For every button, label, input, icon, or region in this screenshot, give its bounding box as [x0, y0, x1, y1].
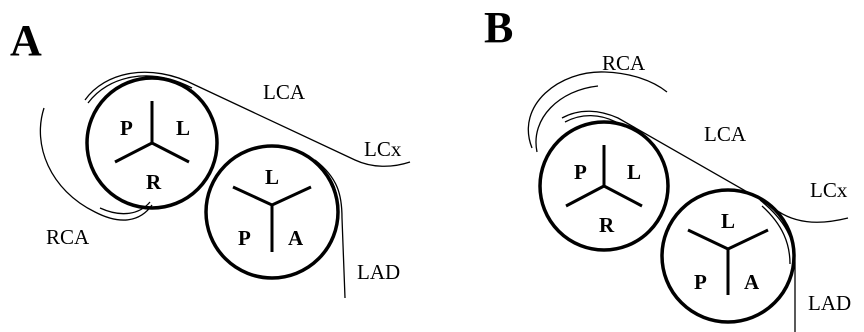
panel-a-pulmonary-valve: L P A [204, 144, 340, 280]
panel-a-letter: A [10, 16, 42, 65]
panel-b-pulmonary-cusp-p: P [694, 270, 707, 294]
panel-a-aortic-cusp-p: P [120, 116, 133, 140]
panel-b-pulmonary-cusp-a: A [744, 270, 760, 294]
panel-a-pulmonary-cusp-l: L [265, 165, 279, 189]
panel-a-rca-vessel-inner [99, 201, 151, 215]
panel-a-rca-label: RCA [46, 225, 90, 249]
panel-a-pulmonary-cusp-a: A [288, 226, 304, 250]
panel-b-pulmonary-commissure-left [687, 228, 729, 251]
panel-a-lad-vessel [314, 159, 346, 299]
panel-b-pulmonary-cusp-l: L [721, 209, 735, 233]
panel-a-pulmonary-commissure-left [232, 185, 273, 207]
panel-b-pulmonary-ring [660, 188, 796, 324]
panel-b-lad-label: LAD [808, 291, 851, 315]
panel-b-lcx-label: LCx [810, 178, 848, 202]
panel-b-lca-vessel-inner [564, 114, 617, 123]
panel-b-aortic-commissure-right [603, 184, 643, 208]
panel-b-lad-vessel-inner [761, 205, 791, 265]
panel-b-rca-vessel [527, 71, 668, 149]
panel-a-aortic-cusp-r: R [146, 170, 162, 194]
panel-a-aortic-ring [85, 76, 219, 210]
panel-a-rca-vessel [39, 107, 153, 221]
panel-a-lca-label: LCA [263, 80, 306, 104]
panel-a-pulmonary-commissure-right [271, 185, 312, 207]
panel-b-pulmonary-commissure-right [727, 228, 769, 251]
panel-b-aortic-commissure-left [565, 184, 605, 208]
panel-a-aortic-valve: P L R [85, 76, 219, 210]
panel-b-rca-label: RCA [602, 51, 646, 75]
panel-b-aortic-cusp-l: L [627, 160, 641, 184]
panel-a-aortic-cusp-l: L [176, 116, 190, 140]
panel-a-pulmonary-ring [204, 144, 340, 280]
panel-b-pulmonary-valve: L P A [660, 188, 796, 324]
panel-a-aortic-commissure-left [114, 141, 153, 164]
panel-a-pulmonary-cusp-p: P [238, 226, 251, 250]
panel-b-aortic-cusp-r: R [599, 213, 615, 237]
panel-b-letter: B [484, 3, 513, 52]
panel-b-aortic-ring [538, 120, 670, 252]
panel-a-lca-vessel [84, 71, 411, 167]
panel-a-lcx-label: LCx [364, 137, 402, 161]
panel-b-aortic-cusp-p: P [574, 160, 587, 184]
panel-a-aortic-commissure-right [151, 141, 190, 164]
panel-a: A P L R L P A LCA LCx [10, 16, 411, 299]
panel-b-rca-vessel-inner [535, 85, 599, 153]
panel-b-lca-label: LCA [704, 122, 747, 146]
panel-a-lad-label: LAD [357, 260, 400, 284]
panel-b: B P L R L P A RCA LCA [484, 3, 851, 332]
panel-b-aortic-valve: P L R [538, 120, 670, 252]
